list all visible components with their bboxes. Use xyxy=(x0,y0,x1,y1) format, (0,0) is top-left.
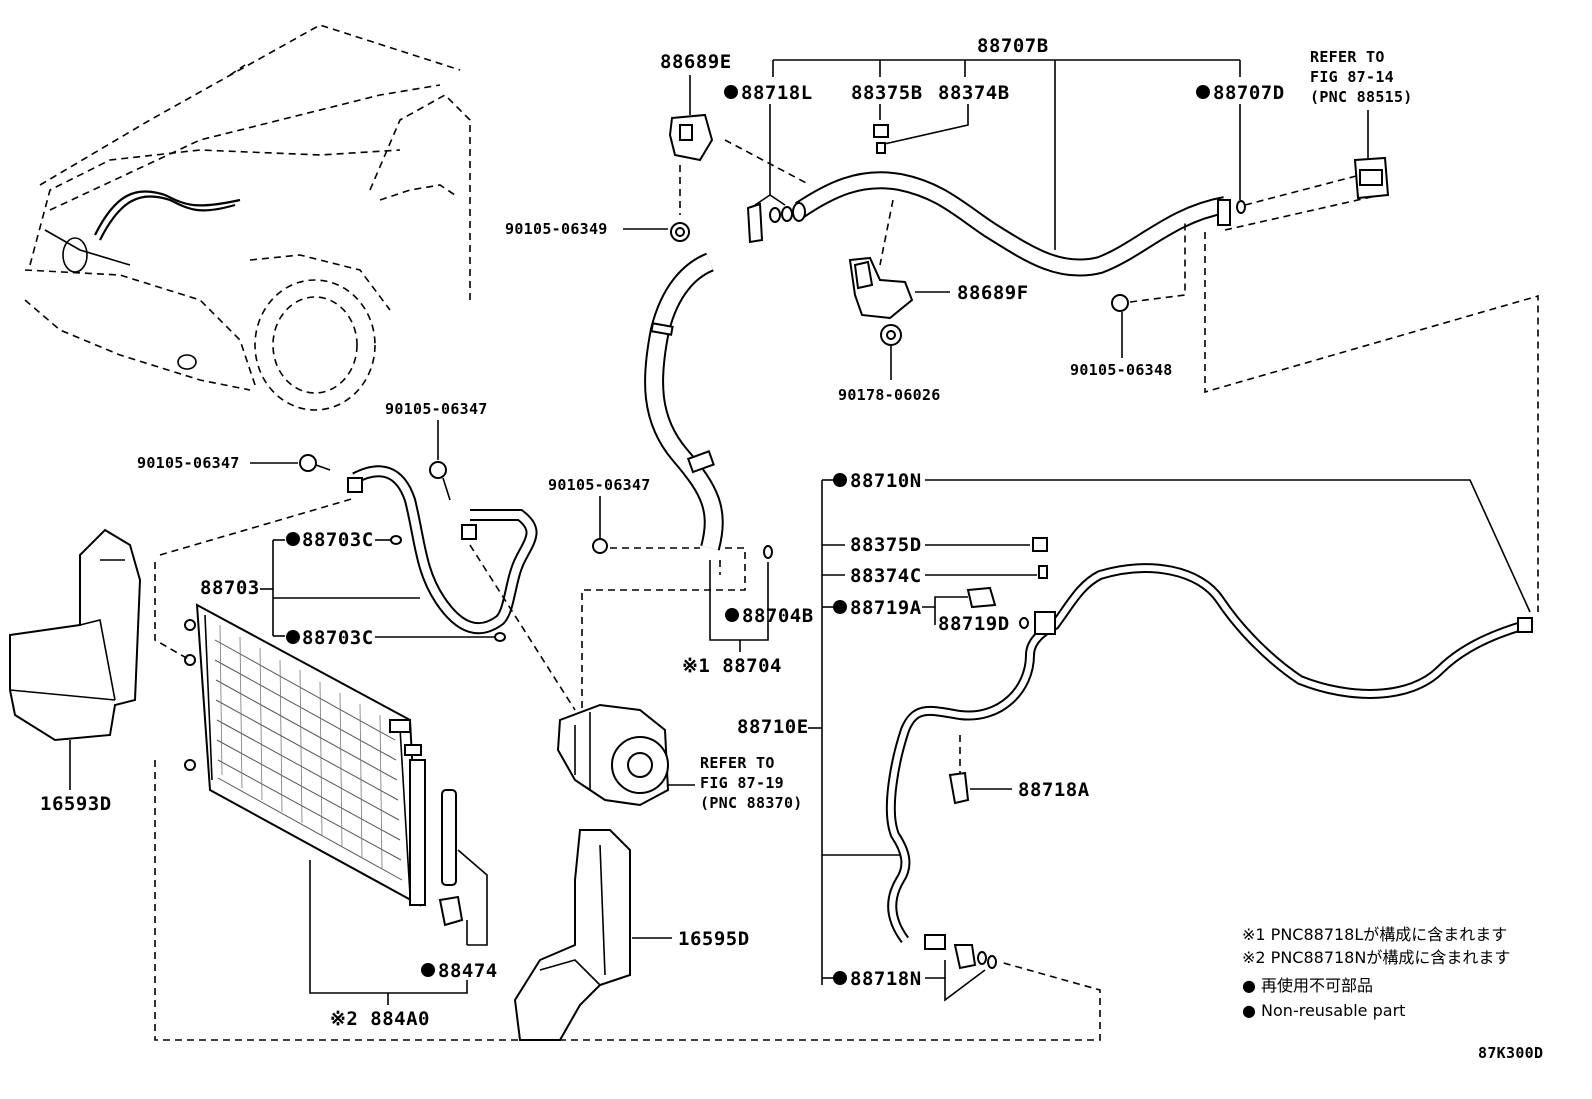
label-90105-06349: 90105-06349 xyxy=(505,220,608,238)
label-88707D: 88707D xyxy=(1213,82,1285,104)
panel-16595D: 16595D xyxy=(513,829,750,1041)
note-2: ※2 PNC88718Nが構成に含まれます xyxy=(1242,948,1510,967)
label-88719A: 88719A xyxy=(850,597,922,619)
notes: ※1 PNC88718Lが構成に含まれます ※2 PNC88718Nが構成に含ま… xyxy=(1242,925,1510,1020)
label-88375B: 88375B xyxy=(851,82,923,104)
legend-en: ● Non-reusable part xyxy=(1242,1001,1405,1020)
label-88710E: 88710E xyxy=(737,716,809,738)
refer1-line2: FIG 87-14 xyxy=(1310,68,1394,86)
refer2-line3: (PNC 88370) xyxy=(700,794,803,812)
label-90105-06347-c: 90105-06347 xyxy=(548,476,651,494)
label-88718A: 88718A xyxy=(1018,779,1090,801)
refer1-line1: REFER TO xyxy=(1310,48,1385,66)
group-90105-06348: 90105-06348 xyxy=(1070,220,1539,612)
group-88710: 88710N 88375D 88374C 88719A 88719D 88710… xyxy=(737,470,1533,1002)
label-88375D: 88375D xyxy=(850,534,922,556)
refer-87-14: REFER TO FIG 87-14 (PNC 88515) xyxy=(1310,48,1413,200)
condenser xyxy=(184,603,426,907)
refer2-line1: REFER TO xyxy=(700,754,775,772)
label-88689F: 88689F xyxy=(957,282,1029,304)
label-16595D: 16595D xyxy=(678,928,750,950)
label-88719D: 88719D xyxy=(938,613,1010,635)
group-884A0: 88474 ※2 884A0 xyxy=(309,789,498,1030)
label-88703C-a: 88703C xyxy=(302,529,374,551)
compressor: REFER TO FIG 87-19 (PNC 88370) xyxy=(556,703,803,812)
label-90105-06347-b: 90105-06347 xyxy=(137,454,240,472)
vehicle-illustration xyxy=(24,24,471,411)
label-16593D: 16593D xyxy=(40,793,112,815)
label-90105-06347-a: 90105-06347 xyxy=(385,400,488,418)
note-1: ※1 PNC88718Lが構成に含まれます xyxy=(1242,925,1507,944)
label-88703: 88703 xyxy=(200,577,260,599)
label-884A0: ※2 884A0 xyxy=(330,1008,430,1030)
panel-16593D: 16593D xyxy=(9,528,191,815)
group-88704: 90105-06347 88704B ※1 88704 xyxy=(548,252,814,715)
label-88718N: 88718N xyxy=(850,968,922,990)
label-90105-06348: 90105-06348 xyxy=(1070,361,1173,379)
figure-code: 87K300D xyxy=(1478,1044,1543,1062)
group-88689E: 88689E 90105-06349 xyxy=(505,51,732,242)
group-88707B: 88707B 88718L 88375B 88374B 88707D xyxy=(724,35,1381,277)
label-88704: ※1 88704 xyxy=(682,655,782,677)
label-88689E: 88689E xyxy=(660,51,732,73)
refer1-line3: (PNC 88515) xyxy=(1310,88,1413,106)
label-88474: 88474 xyxy=(438,960,498,982)
cap-88375B-part xyxy=(873,124,889,138)
label-88374C: 88374C xyxy=(850,565,922,587)
label-88718L: 88718L xyxy=(741,82,813,104)
label-88374B: 88374B xyxy=(938,82,1010,104)
legend-jp: ● 再使用不可部品 xyxy=(1242,976,1373,995)
label-88703C-b: 88703C xyxy=(302,627,374,649)
group-88703: 90105-06347 90105-06347 88703C 88703 887… xyxy=(137,400,576,711)
label-88704B: 88704B xyxy=(742,605,814,627)
group-88689F: 88689F 90178-06026 xyxy=(838,256,1029,404)
label-88707B: 88707B xyxy=(977,35,1049,57)
refer2-line2: FIG 87-19 xyxy=(700,774,784,792)
label-90178-06026: 90178-06026 xyxy=(838,386,941,404)
label-88710N: 88710N xyxy=(850,470,922,492)
